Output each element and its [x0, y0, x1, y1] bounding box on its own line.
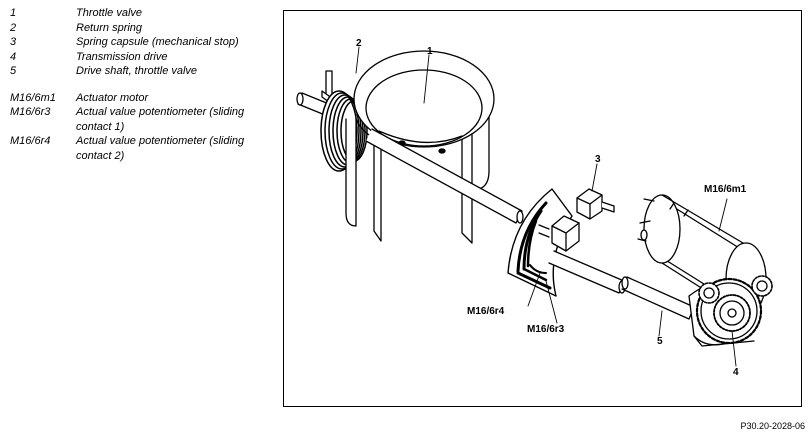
legend-item: 3 Spring capsule (mechanical stop)	[10, 35, 246, 50]
legend-desc: Actual value potentiometer (sliding cont…	[76, 135, 245, 162]
legend-item: 5 Drive shaft, throttle valve	[10, 64, 246, 79]
figure-code: P30.20-2028-06	[740, 421, 805, 431]
legend-key: 3	[10, 36, 17, 48]
legend-item: 4 Transmission drive	[10, 50, 246, 65]
callout-leaders	[355, 46, 737, 367]
callout-2: 2	[356, 38, 362, 49]
legend-item: M16/6m1 Actuator motor	[10, 91, 246, 106]
throttle-actuator-drawing: 2 1 3 M16/6m1 M16/6r4 M16/6r3 5 4	[296, 38, 773, 378]
callout-3: 3	[595, 154, 601, 165]
callout-m16-6r4: M16/6r4	[467, 306, 505, 317]
legend-desc: Actual value potentiometer (sliding cont…	[76, 106, 245, 133]
callout-m16-6r3: M16/6r3	[527, 324, 565, 335]
legend-spacer	[10, 79, 246, 91]
spring-capsule	[538, 188, 615, 252]
callout-4: 4	[733, 367, 739, 378]
legend: 1 Throttle valve 2 Return spring 3 Sprin…	[10, 6, 246, 163]
legend-key: M16/6r3	[10, 106, 51, 118]
legend-key: M16/6r4	[10, 135, 51, 147]
legend-key: 5	[10, 65, 17, 77]
legend-desc: Throttle valve	[76, 7, 143, 19]
legend-item: 1 Throttle valve	[10, 6, 246, 21]
legend-desc: Spring capsule (mechanical stop)	[76, 36, 239, 48]
potentiometer-plate	[507, 188, 573, 297]
drive-shaft-main	[365, 128, 524, 224]
callout-1: 1	[427, 46, 433, 57]
callout-m16-6m1: M16/6m1	[704, 184, 747, 195]
legend-key: 2	[10, 21, 17, 34]
legend-desc: Actuator motor	[76, 91, 149, 104]
legend-key: 1	[10, 7, 17, 19]
exploded-view-figure: 2 1 3 M16/6m1 M16/6r4 M16/6r3 5 4	[283, 10, 802, 407]
legend-desc: Transmission drive	[76, 50, 168, 63]
drive-shaft-to-gear	[621, 276, 695, 320]
legend-item: M16/6r4 Actual value potentiometer (slid…	[10, 134, 246, 163]
legend-item: M16/6r3 Actual value potentiometer (slid…	[10, 105, 246, 134]
legend-key: M16/6m1	[10, 91, 56, 104]
legend-key: 4	[10, 50, 17, 63]
legend-desc: Drive shaft, throttle valve	[76, 65, 198, 77]
throttle-valve	[345, 50, 495, 244]
legend-desc: Return spring	[76, 21, 143, 34]
drive-shaft-lower	[548, 250, 626, 294]
legend-item: 2 Return spring	[10, 21, 246, 36]
transmission-drive	[688, 275, 773, 347]
callout-5: 5	[657, 336, 663, 347]
